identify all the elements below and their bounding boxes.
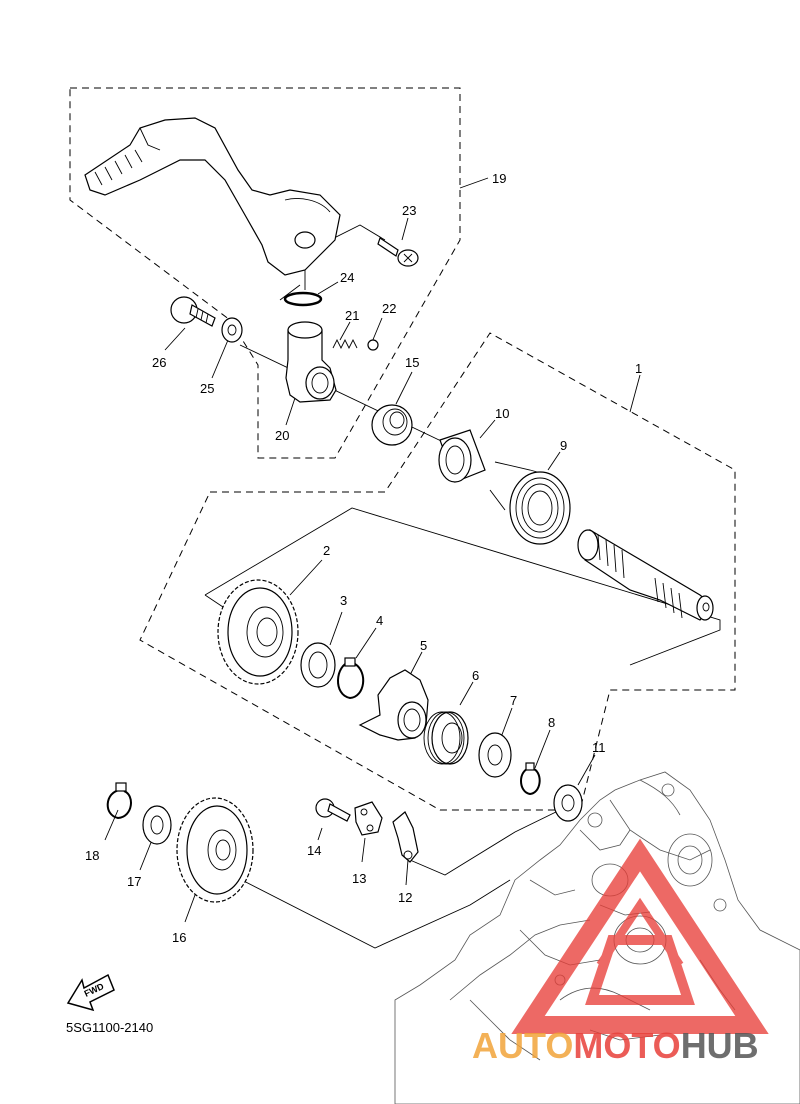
label-19: 19 <box>492 171 506 186</box>
svg-text:AUTOMOTOHUB: AUTOMOTOHUB <box>472 1025 759 1066</box>
label-6: 6 <box>472 668 479 683</box>
circlip-4 <box>337 657 365 700</box>
label-3: 3 <box>340 593 347 608</box>
circlip-18 <box>106 782 132 820</box>
fwd-arrow-icon: FWD <box>66 973 115 1012</box>
watermark-logo <box>511 838 769 1034</box>
triangle-logo-icon <box>511 838 769 1034</box>
label-7: 7 <box>510 693 517 708</box>
label-17: 17 <box>127 874 141 889</box>
label-9: 9 <box>560 438 567 453</box>
plate-12 <box>392 811 419 863</box>
label-18: 18 <box>85 848 99 863</box>
label-4: 4 <box>376 613 383 628</box>
watermark-hub: HUB <box>681 1025 759 1066</box>
washer-11 <box>553 784 583 822</box>
bolt-26 <box>170 296 216 327</box>
gear-2 <box>217 579 299 685</box>
assembly-outline-1 <box>139 332 736 811</box>
label-22: 22 <box>382 301 396 316</box>
bolt-14 <box>315 798 351 822</box>
torsion-spring-9 <box>494 461 571 545</box>
kick-crank-lever <box>84 117 341 276</box>
watermark-text: AUTOMOTOHUB <box>472 1025 759 1066</box>
drawing-code: 5SG1100-2140 <box>66 1020 153 1035</box>
watermark-moto: MOTO <box>573 1025 680 1066</box>
label-15: 15 <box>405 355 419 370</box>
label-10: 10 <box>495 406 509 421</box>
label-13: 13 <box>352 871 366 886</box>
washer-25 <box>221 317 243 343</box>
label-2: 2 <box>323 543 330 558</box>
ratchet-5 <box>358 669 429 741</box>
label-25: 25 <box>200 381 214 396</box>
label-5: 5 <box>420 638 427 653</box>
label-20: 20 <box>275 428 289 443</box>
leader-lines <box>104 177 721 949</box>
bolt-23 <box>377 237 419 267</box>
kick-shaft <box>577 529 714 621</box>
label-23: 23 <box>402 203 416 218</box>
part-labels: 1 2 3 4 5 6 7 8 9 10 11 12 13 14 15 16 1… <box>85 171 642 945</box>
spring-21 <box>332 338 358 350</box>
kick-boss-20 <box>285 321 337 403</box>
spring-6 <box>423 711 469 765</box>
label-26: 26 <box>152 355 166 370</box>
washer-7 <box>478 732 512 778</box>
bearing-15 <box>371 404 413 446</box>
gear-16 <box>176 797 254 903</box>
label-16: 16 <box>172 930 186 945</box>
label-1: 1 <box>635 361 642 376</box>
o-ring-24 <box>283 291 323 307</box>
label-8: 8 <box>548 715 555 730</box>
watermark-auto: AUTO <box>472 1025 573 1066</box>
washer-17 <box>142 805 172 845</box>
assembly-outline-19 <box>69 87 461 459</box>
label-14: 14 <box>307 843 321 858</box>
label-21: 21 <box>345 308 359 323</box>
label-12: 12 <box>398 890 412 905</box>
collar-10 <box>438 429 486 483</box>
label-11: 11 <box>592 740 606 755</box>
circlip-8 <box>520 762 541 796</box>
bracket-13 <box>354 801 383 836</box>
ball-22 <box>367 339 379 351</box>
label-24: 24 <box>340 270 354 285</box>
washer-3 <box>300 642 336 688</box>
